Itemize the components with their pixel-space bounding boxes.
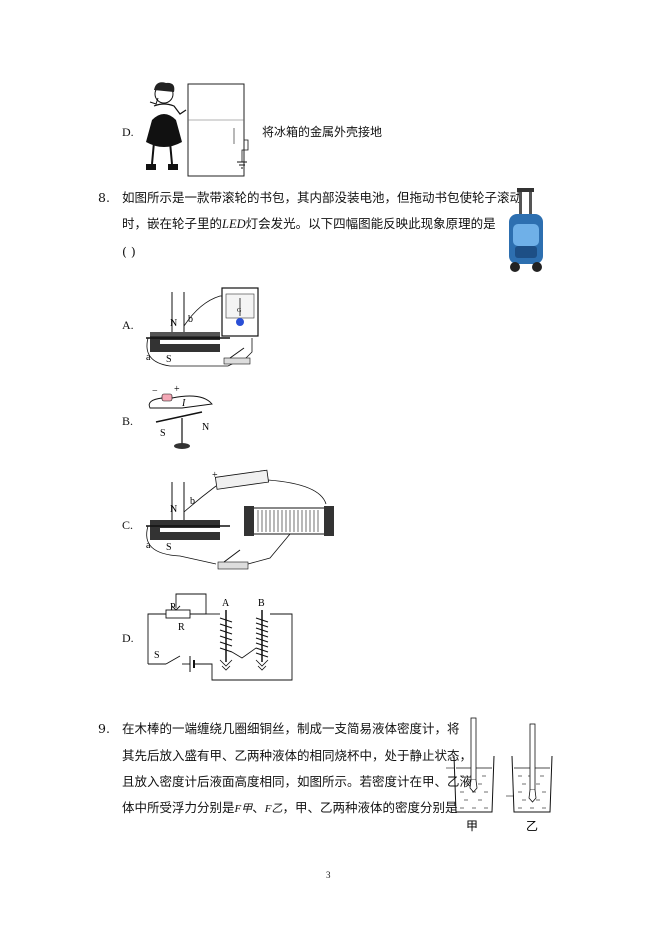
q8-option-a-letter: A. xyxy=(122,318,134,332)
label-r: R xyxy=(178,622,185,633)
label-plus: + xyxy=(212,470,218,481)
option-d-letter: D. xyxy=(122,125,134,139)
option-d-electromagnet-circuit: P R S A B xyxy=(147,593,293,681)
density-meter-beakers: 甲 乙 xyxy=(446,717,553,833)
option-b-oersted-experiment: − + I S N xyxy=(148,384,213,449)
q9-line3: 且放入密度计后液面高度相同，如图所示。若密度计在甲、乙液 xyxy=(122,774,473,789)
label-a: a xyxy=(146,352,151,363)
label-minus: − xyxy=(152,386,158,397)
q9-line2: 其先后放入盛有甲、乙两种液体的相同烧杯中，处于静止状态， xyxy=(122,748,473,763)
label-n: N xyxy=(202,422,209,433)
q8-line1: 如图所示是一款带滚轮的书包，其内部没装电池，但拖动书包使轮子滚动 xyxy=(122,190,523,205)
q8-option-c-letter: C. xyxy=(122,518,134,532)
page-number: 3 xyxy=(326,870,331,880)
led-term: LED xyxy=(222,217,246,231)
buoyancy-f-yi: F乙 xyxy=(264,803,283,815)
label-g: G xyxy=(237,308,242,314)
label-a: a xyxy=(146,540,151,551)
option-c-motor-circuit: + − N S a b xyxy=(146,466,334,570)
label-n: N xyxy=(170,318,177,329)
rolling-schoolbag-image xyxy=(509,188,543,272)
q8-number: 8. xyxy=(98,190,110,205)
q9-number: 9. xyxy=(98,721,110,736)
buoyancy-f-jia: F甲 xyxy=(234,803,253,815)
label-coil-b: B xyxy=(258,598,265,609)
q8-option-b-letter: B. xyxy=(122,414,134,428)
label-b: b xyxy=(188,314,193,325)
label-s: S xyxy=(166,354,172,365)
q9-line4: 体中所受浮力分别是F甲、F乙，甲、乙两种液体的密度分别是 xyxy=(122,800,458,815)
label-b: b xyxy=(190,496,195,507)
label-n: N xyxy=(170,504,177,515)
label-plus: + xyxy=(174,384,180,395)
label-s: S xyxy=(166,542,172,553)
q8-answer-blank: ( ) xyxy=(122,244,136,259)
option-d-text: 将冰箱的金属外壳接地 xyxy=(262,125,383,139)
label-coil-a: A xyxy=(222,598,230,609)
q8-option-d-letter: D. xyxy=(122,631,134,645)
q8-line2: 时，嵌在轮子里的LED灯会发光。以下四幅图能反映此现象原理的是 xyxy=(122,216,496,231)
label-s: S xyxy=(154,650,160,661)
label-yi: 乙 xyxy=(526,819,538,833)
label-jia: 甲 xyxy=(466,819,478,833)
fridge-grounding-illustration xyxy=(146,82,249,177)
option-a-galvanometer-circuit: N S a b G xyxy=(146,287,259,367)
label-s: S xyxy=(160,428,166,439)
label-minus: − xyxy=(260,466,266,477)
q9-line1: 在木棒的一端缠绕几圈细铜丝，制成一支简易液体密度计，将 xyxy=(122,721,460,736)
label-i: I xyxy=(181,398,186,409)
